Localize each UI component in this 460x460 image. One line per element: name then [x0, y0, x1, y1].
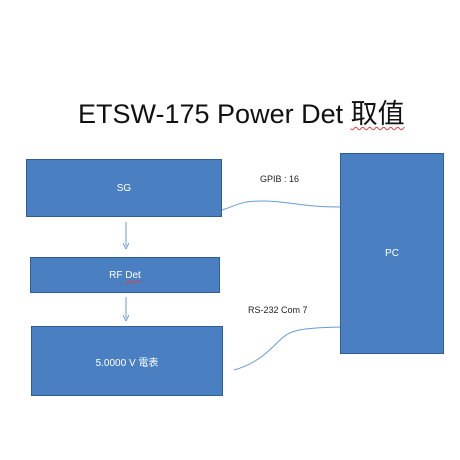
rf-detector-label-suffix: Det: [125, 269, 141, 281]
voltmeter-block: 5.0000 V 電表: [31, 326, 223, 396]
gpib-connection-label: GPIB : 16: [260, 174, 300, 184]
diagram-title: ETSW-175 Power Det 取值: [78, 92, 405, 131]
rf-detector-label: RF Det: [109, 270, 141, 281]
voltmeter-label: 5.0000 V 電表: [95, 357, 159, 369]
signal-generator-label: SG: [116, 182, 132, 194]
signal-generator-block: SG: [26, 159, 222, 217]
rs232-connection-label: RS-232 Com 7: [248, 305, 308, 315]
pc-label: PC: [385, 248, 399, 259]
rs232-wire: [233, 326, 341, 371]
gpib-wire: [221, 200, 341, 211]
title-cjk: 取值: [350, 99, 405, 130]
rf-detector-label-prefix: RF: [109, 269, 126, 281]
pc-block: PC: [340, 153, 444, 354]
title-latin: ETSW-175 Power Det: [78, 99, 344, 129]
rf-detector-block: RF Det: [30, 257, 220, 293]
